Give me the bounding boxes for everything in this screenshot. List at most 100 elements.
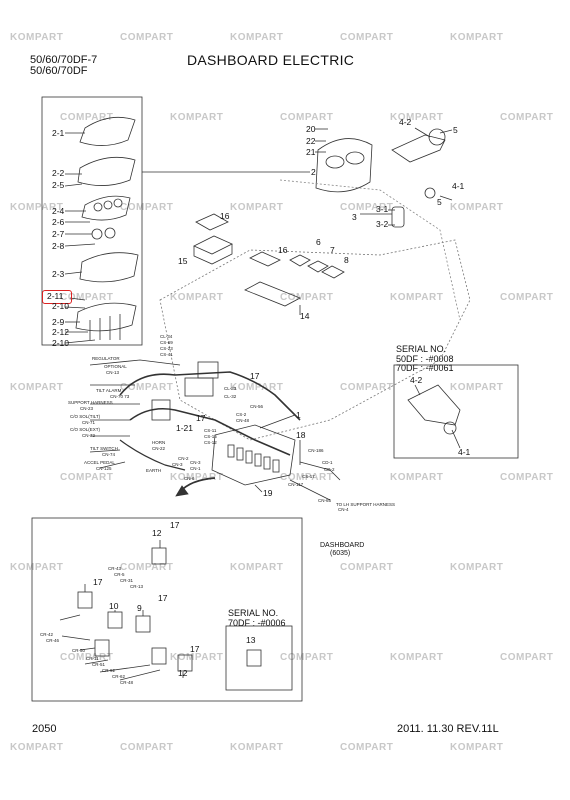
wire-label-cr51: CR-51	[92, 662, 106, 667]
watermark-mark: KOMPART	[230, 562, 284, 573]
watermark-mark: KOMPART	[10, 742, 64, 753]
wire-label-cn48: CN-48	[236, 418, 250, 423]
watermark-mark: KOMPART	[390, 472, 444, 483]
callout-2-7: 2-7	[52, 229, 65, 239]
callout-19: 19	[263, 488, 273, 498]
watermark-mark: KOMPART	[450, 562, 504, 573]
wire-label-co-sol-tilt: C/O SOL(TILT)	[70, 414, 101, 419]
callout-2: 2	[311, 167, 316, 177]
callout-14: 14	[300, 311, 310, 321]
wire-label-regulator: REGULATOR	[92, 356, 120, 361]
wire-label-accel-pedal: ACCEL PEDAL	[84, 460, 115, 465]
serial-a-line1: 50DF : -#0008	[396, 354, 454, 364]
wire-label-cn72: CN-72	[82, 433, 96, 438]
callout-17-relay-left: 17	[93, 577, 103, 587]
watermark-mark: COMPART	[280, 472, 334, 483]
watermark-mark: KOMPART	[450, 742, 504, 753]
wire-label-cs15: CS-15	[204, 434, 217, 439]
wire-label-cr11: CR-11	[86, 656, 99, 661]
wire-label-cn65: CN-65	[318, 498, 332, 503]
callout-10: 10	[109, 601, 119, 611]
wire-label-cr5: CR-5	[114, 572, 125, 577]
callout-17-relay-right: 17	[190, 644, 200, 654]
callout-2-4: 2-4	[52, 206, 65, 216]
callout-1-21: 1-21	[176, 423, 194, 433]
callout-5-bottom: 5	[437, 197, 442, 207]
watermark-mark: COMPART	[500, 472, 554, 483]
wire-label-cl32: CL-32	[224, 394, 237, 399]
callout-6: 6	[316, 237, 321, 247]
callout-3: 3	[352, 212, 357, 222]
dashboard-part-number: (6035)	[330, 550, 351, 557]
wire-label-cn56: CN-56	[250, 404, 264, 409]
wire-label-cr46: CR-46	[46, 638, 60, 643]
watermark-mark: COMPART	[340, 382, 394, 393]
watermark-mark: KOMPART	[230, 32, 284, 43]
wire-label-cd2: CD-2	[324, 467, 335, 472]
wire-label-tilt-switch: TILT SWITCH	[90, 446, 118, 451]
callout-2-1: 2-1	[52, 128, 65, 138]
watermark-mark: COMPART	[120, 32, 174, 43]
watermark-mark: COMPART	[120, 742, 174, 753]
wire-label-cn-tilt: CN-70 73	[110, 394, 130, 399]
watermark-mark: COMPART	[60, 112, 114, 123]
watermark-mark: KOMPART	[390, 292, 444, 303]
callout-13: 13	[246, 635, 256, 645]
callout-2-6: 2-6	[52, 217, 65, 227]
watermark-mark: COMPART	[120, 562, 174, 573]
watermark-mark: KOMPART	[450, 202, 504, 213]
model-number-secondary: 50/60/70DF	[30, 65, 88, 77]
watermark-mark: COMPART	[120, 382, 174, 393]
watermark-mark: KOMPART	[450, 32, 504, 43]
wire-label-to-lh-support: TO LH SUPPORT HARNESS	[336, 502, 396, 507]
callout-9: 9	[137, 603, 142, 613]
wire-label-cs17: CS-17	[302, 474, 315, 479]
callout-3-1: 3-1	[376, 204, 389, 214]
watermark-mark: COMPART	[60, 652, 114, 663]
wire-label-cn74: CN-74	[102, 452, 116, 457]
wire-label-cn4: CN-4	[338, 507, 349, 512]
watermark-mark: COMPART	[280, 112, 334, 123]
watermark-mark: KOMPART	[230, 742, 284, 753]
callout-2-10-upper: 2-10	[52, 301, 70, 311]
watermark-mark: COMPART	[500, 112, 554, 123]
callout-16-left: 16	[220, 211, 230, 221]
wire-label-cn117: CN-117	[288, 482, 304, 487]
wire-label-cr13: CR-13	[130, 584, 144, 589]
wire-label-cr62: CR-62	[112, 674, 126, 679]
watermark-mark: COMPART	[120, 202, 174, 213]
gauge-panel-frame	[41, 96, 143, 346]
callout-20: 20	[306, 124, 316, 134]
watermark-mark: COMPART	[500, 652, 554, 663]
callout-2-12: 2-12	[52, 327, 70, 337]
part-highlight-2-11	[42, 290, 72, 304]
wire-label-cr50: CR-50	[72, 648, 86, 653]
page-title: DASHBOARD ELECTRIC	[187, 52, 355, 68]
callout-18: 18	[296, 430, 306, 440]
callout-4-1-serial: 4-1	[458, 447, 471, 457]
watermark-mark: KOMPART	[170, 652, 224, 663]
callout-2-11: 2-11	[47, 291, 64, 301]
serial-box-b-frame	[225, 625, 293, 691]
wire-label-co-sol-ext: C/O SOL(EXT)	[70, 427, 101, 432]
watermark-mark: KOMPART	[390, 112, 444, 123]
model-number-primary: 50/60/70DF-7	[30, 54, 98, 66]
wire-label-horn: HORN	[152, 440, 166, 445]
wire-label-optional: OPTIONAL	[104, 364, 127, 369]
wire-label-cl33: CL-33	[224, 386, 237, 391]
callout-12-top: 12	[152, 528, 162, 538]
wire-label-cr43: CR-43	[108, 566, 122, 571]
callout-4-2-serial: 4-2	[410, 375, 423, 385]
callout-2-8: 2-8	[52, 241, 65, 251]
callout-15: 15	[178, 256, 188, 266]
wire-label-cn186: CN-186	[308, 448, 324, 453]
wire-label-cr42: CR-42	[40, 632, 54, 637]
wire-label-cr31: CR-31	[120, 578, 134, 583]
wire-label-cn6: CN-6	[184, 476, 195, 481]
wire-label-cn23: CN-23	[80, 406, 94, 411]
wire-label-support-harness: SUPPORT HARNESS	[68, 400, 113, 405]
callout-16-right: 16	[278, 245, 288, 255]
watermark-mark: COMPART	[340, 742, 394, 753]
wire-label-cn1: CN-1	[190, 466, 201, 471]
watermark-mark: COMPART	[500, 292, 554, 303]
